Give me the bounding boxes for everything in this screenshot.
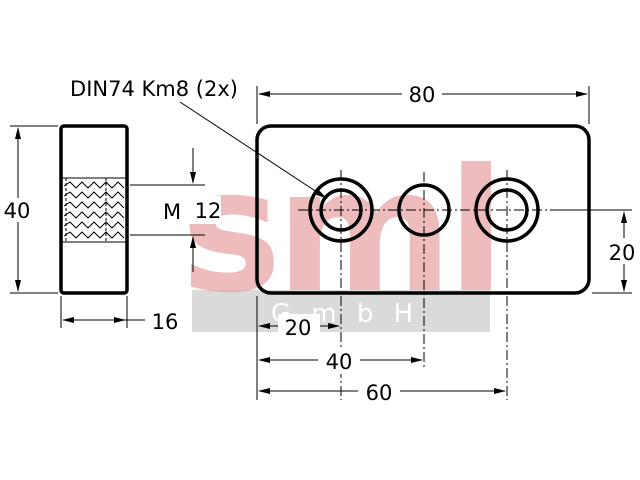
side-view: 40 16 M 12 [4,124,222,334]
dim-side-height: 40 [4,199,31,223]
thread-hatch [61,177,127,243]
dim-hole-pos-1: 20 [285,316,312,340]
dim-hole-pos-3: 60 [366,381,393,405]
thread-label: M [163,200,181,224]
thread-size: 12 [195,199,222,223]
through-hole-center [397,172,451,370]
dim-hole-offset: 20 [609,241,636,265]
counterbore-hole-2 [474,170,540,400]
dim-overall-length: 80 [409,83,436,107]
watermark: sml G m b H [181,133,505,332]
watermark-logo: sml [181,133,500,331]
callout-leader [179,101,327,199]
side-view-outline [59,124,129,295]
dim-side-thickness: 16 [152,310,179,334]
dim-hole-pos-2: 40 [326,350,353,374]
front-view: DIN74 Km8 (2x) 80 20 20 40 60 [60,74,640,405]
callout-label: DIN74 Km8 (2x) [70,77,238,101]
counterbore-hole-1 [308,170,374,400]
